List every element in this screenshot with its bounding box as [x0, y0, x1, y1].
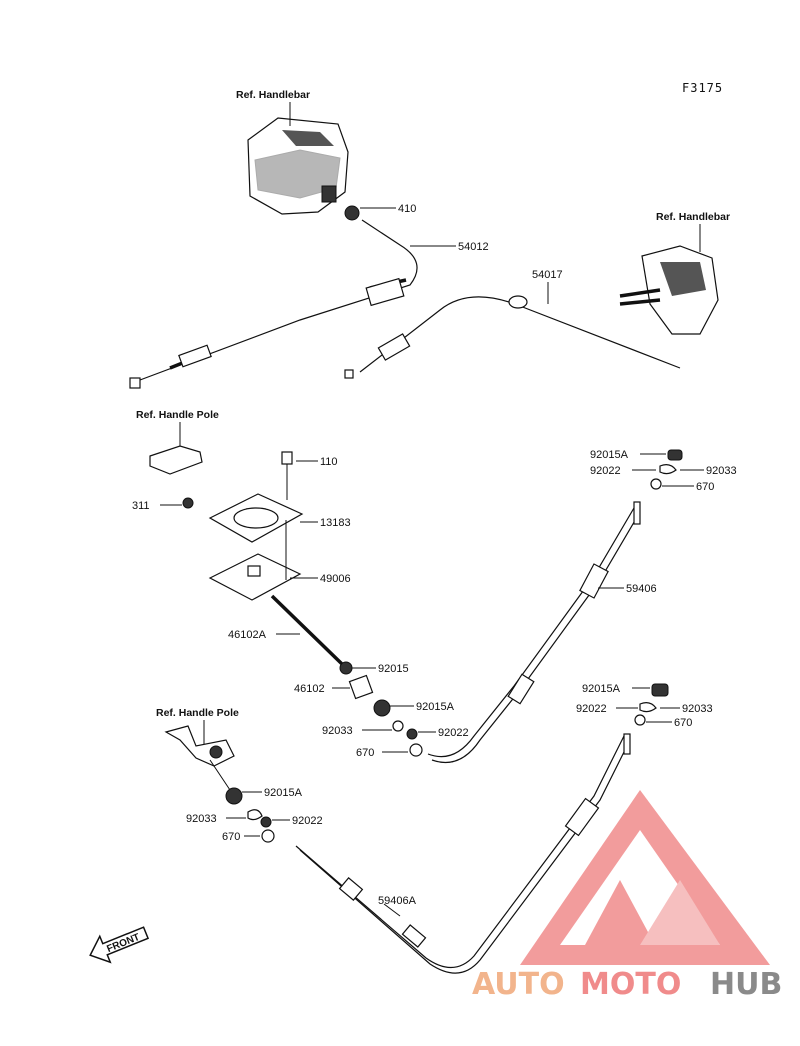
- ring-670-r2: [634, 714, 646, 726]
- ring-670-tr: [650, 478, 662, 490]
- part-label-59406: 59406: [626, 583, 657, 595]
- part-label-670-tr: 670: [696, 481, 714, 493]
- handlebar-housing-right: [619, 245, 719, 335]
- cable-59406A: [295, 733, 631, 974]
- nut-92015-mid: [339, 661, 353, 675]
- nut-92015A-bl: [225, 787, 243, 805]
- watermark-logo: [520, 790, 770, 965]
- cable-54017: [344, 295, 681, 379]
- watermark-moto: MOTO: [580, 967, 681, 1002]
- gasket-13183: [208, 493, 304, 543]
- part-label-311: 311: [132, 500, 150, 512]
- part-label-54012: 54012: [458, 241, 489, 253]
- plate-49006: [208, 553, 302, 601]
- part-label-670-bl: 670: [222, 831, 240, 843]
- part-label-92015A-mid: 92015A: [416, 701, 455, 713]
- nut-410: [344, 205, 360, 221]
- washer-92022-mid: [406, 728, 418, 740]
- nut-92015A-r2: [651, 683, 669, 697]
- part-label-92022-bl: 92022: [292, 815, 323, 827]
- watermark-hub: HUB: [710, 967, 782, 1002]
- handle-pole-bracket-bottom: [164, 725, 235, 767]
- part-label-92033-tr: 92033: [706, 465, 737, 477]
- cable-59406: [427, 501, 641, 764]
- part-label-410: 410: [398, 203, 416, 215]
- ring-670-mid: [409, 743, 423, 757]
- ring-670-bl: [261, 829, 275, 843]
- diagram-code: F3175: [682, 81, 723, 95]
- part-label-46102A: 46102A: [228, 629, 267, 641]
- part-label-49006: 49006: [320, 573, 351, 585]
- part-label-54017: 54017: [532, 269, 563, 281]
- part-label-110: 110: [320, 456, 338, 468]
- clip-92033-bl: [247, 809, 263, 821]
- part-label-46102: 46102: [294, 683, 325, 695]
- sleeve-46102: [348, 674, 374, 700]
- watermark-auto: AUTO: [472, 967, 565, 1002]
- ref-handlebar-right: Ref. Handlebar: [656, 211, 730, 223]
- clip-92033-mid: [392, 720, 404, 732]
- ref-handlebar-left: Ref. Handlebar: [236, 89, 310, 101]
- part-label-92022-tr: 92022: [590, 465, 621, 477]
- bolt-110: [281, 451, 293, 500]
- handle-pole-bracket-top: [149, 445, 203, 475]
- ref-handle-pole-top: Ref. Handle Pole: [136, 409, 219, 421]
- nut-311: [182, 497, 194, 509]
- washer-92022-tr: [659, 464, 677, 475]
- part-label-92022-r2: 92022: [576, 703, 607, 715]
- nut-92015A-tr: [667, 449, 683, 461]
- front-arrow: FRONT: [89, 926, 150, 964]
- part-label-92015A-bl: 92015A: [264, 787, 303, 799]
- part-label-92033-mid: 92033: [322, 725, 353, 737]
- cable-54012: [129, 219, 418, 389]
- part-label-670-mid: 670: [356, 747, 374, 759]
- part-label-92033-bl: 92033: [186, 813, 217, 825]
- washer-92022-bl: [260, 816, 272, 828]
- rod-46102A: [270, 594, 344, 666]
- part-label-59406A: 59406A: [378, 895, 417, 907]
- part-label-92015-mid: 92015: [378, 663, 409, 675]
- washer-92022-r2: [639, 702, 657, 713]
- ref-handle-pole-bottom: Ref. Handle Pole: [156, 707, 239, 719]
- part-label-13183: 13183: [320, 517, 351, 529]
- part-label-670-r2: 670: [674, 717, 692, 729]
- part-label-92033-r2: 92033: [682, 703, 713, 715]
- handlebar-housing-left: [247, 117, 349, 215]
- part-label-92015A-tr: 92015A: [590, 449, 629, 461]
- watermark-text: AUTO MOTO HUB: [472, 967, 782, 1002]
- part-label-92015A-r2: 92015A: [582, 683, 621, 695]
- part-label-92022-mid: 92022: [438, 727, 469, 739]
- nut-92015A-mid: [373, 699, 391, 717]
